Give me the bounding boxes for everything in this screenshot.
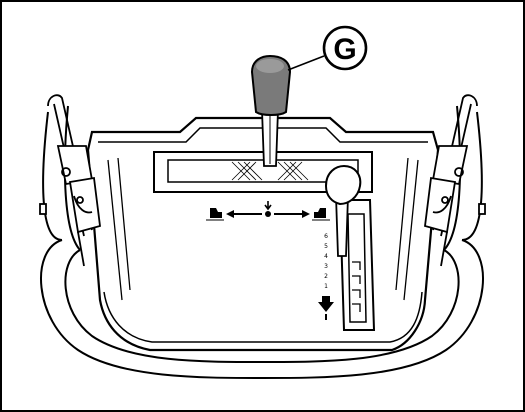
callout-leader-line [287,55,325,71]
handlebar-outer [40,239,484,379]
left-arrowhead [226,210,234,218]
speed-number: 4 [324,253,328,260]
left-handle-assembly [39,94,101,267]
speed-scale: 6 5 4 3 2 1 [324,233,328,290]
right-arrowhead [302,210,310,218]
console-left-edge [107,157,131,301]
handlebar-left-riser [42,105,81,251]
speed-number: 6 [324,233,328,240]
snow-thrower-right-icon [312,208,330,221]
speed-number: 3 [324,263,328,270]
console-lower-lip [103,291,423,343]
reverse-arrow-icon [318,296,334,320]
grille-mesh [231,161,309,181]
speed-lever-knob [324,164,362,206]
neutral-dot [265,211,271,217]
speed-gate-slot [347,213,367,323]
speed-lever-shaft [335,195,349,257]
callout-circle [322,25,368,71]
speed-number: 1 [324,283,328,290]
speed-number: 2 [324,273,328,280]
shift-lever-knob-highlight [256,59,284,73]
handlebar-inner [64,249,460,363]
callout-label: G [333,33,356,66]
right-handle-assembly [424,94,486,267]
handlebar-right-riser [443,105,483,251]
console-right-edge [395,157,419,301]
snow-thrower-left-icon [206,208,224,221]
speed-number: 5 [324,243,328,250]
neutral-arrow-icon [264,201,272,211]
speed-gate-notches [352,261,361,312]
